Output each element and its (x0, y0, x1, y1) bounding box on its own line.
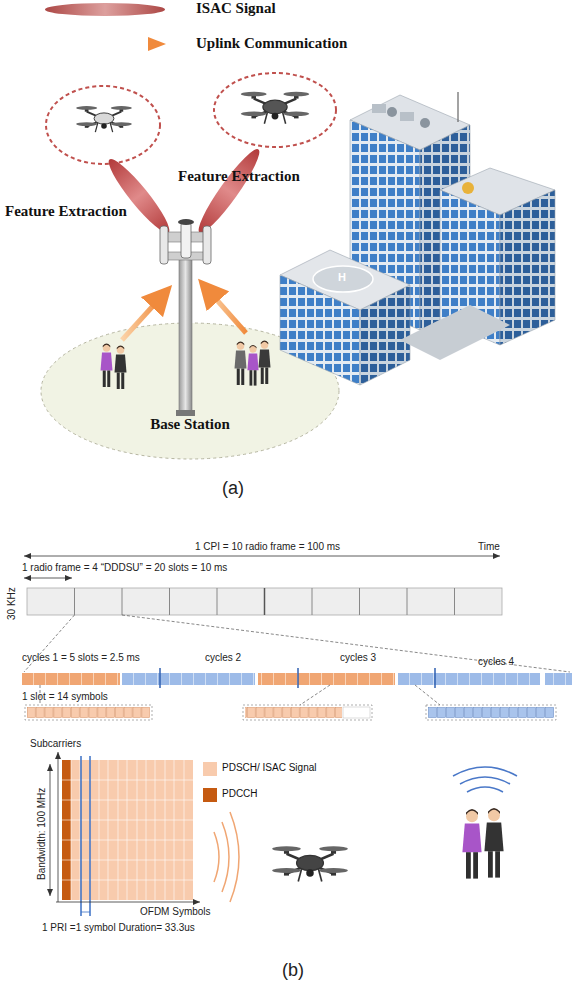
duration-label: 1 radio frame = 4 “DDDSU” = 20 slots = 1… (22, 562, 227, 574)
legend-text: PDCCH (222, 788, 258, 800)
axis-label: Time (478, 541, 500, 553)
bandwidth-label: Bandwidth: 100 MHz (36, 788, 48, 880)
axis-label: Subcarriers (30, 738, 81, 750)
ellipse-shape (46, 86, 160, 164)
node-label: Feature Extraction (5, 203, 127, 220)
legend-swatch (203, 762, 217, 776)
node-label: Base Station (40, 416, 340, 433)
legend-swatch (203, 788, 217, 802)
duration-label: cycles 1 = 5 slots = 2.5 ms (22, 652, 140, 664)
axis-label: OFDM Symbols (140, 906, 211, 918)
cycle-label: cycles 2 (205, 652, 241, 664)
cycle-label: cycles 3 (340, 652, 376, 664)
ellipse-shape (41, 323, 339, 459)
legend-text: Uplink Communication (196, 35, 347, 52)
node-label: Feature Extraction (178, 168, 300, 185)
legend-text: ISAC Signal (196, 0, 276, 17)
duration-label: 1 CPI = 10 radio frame = 100 ms (195, 541, 340, 553)
helipad-mark: H (338, 271, 346, 284)
ellipse-shape (214, 73, 336, 147)
duration-label: 1 PRI =1 symbol Duration= 33.3us (42, 922, 195, 934)
legend-swatch (45, 3, 165, 16)
bandwidth-label: 30 KHz (6, 587, 18, 620)
legend-text: PDSCH/ ISAC Signal (222, 762, 316, 774)
panel-label: (b) (282, 960, 304, 981)
panel-label: (a) (222, 478, 244, 499)
duration-label: 1 slot = 14 symbols (22, 691, 108, 703)
cycle-label: cycles 4 (478, 656, 514, 668)
